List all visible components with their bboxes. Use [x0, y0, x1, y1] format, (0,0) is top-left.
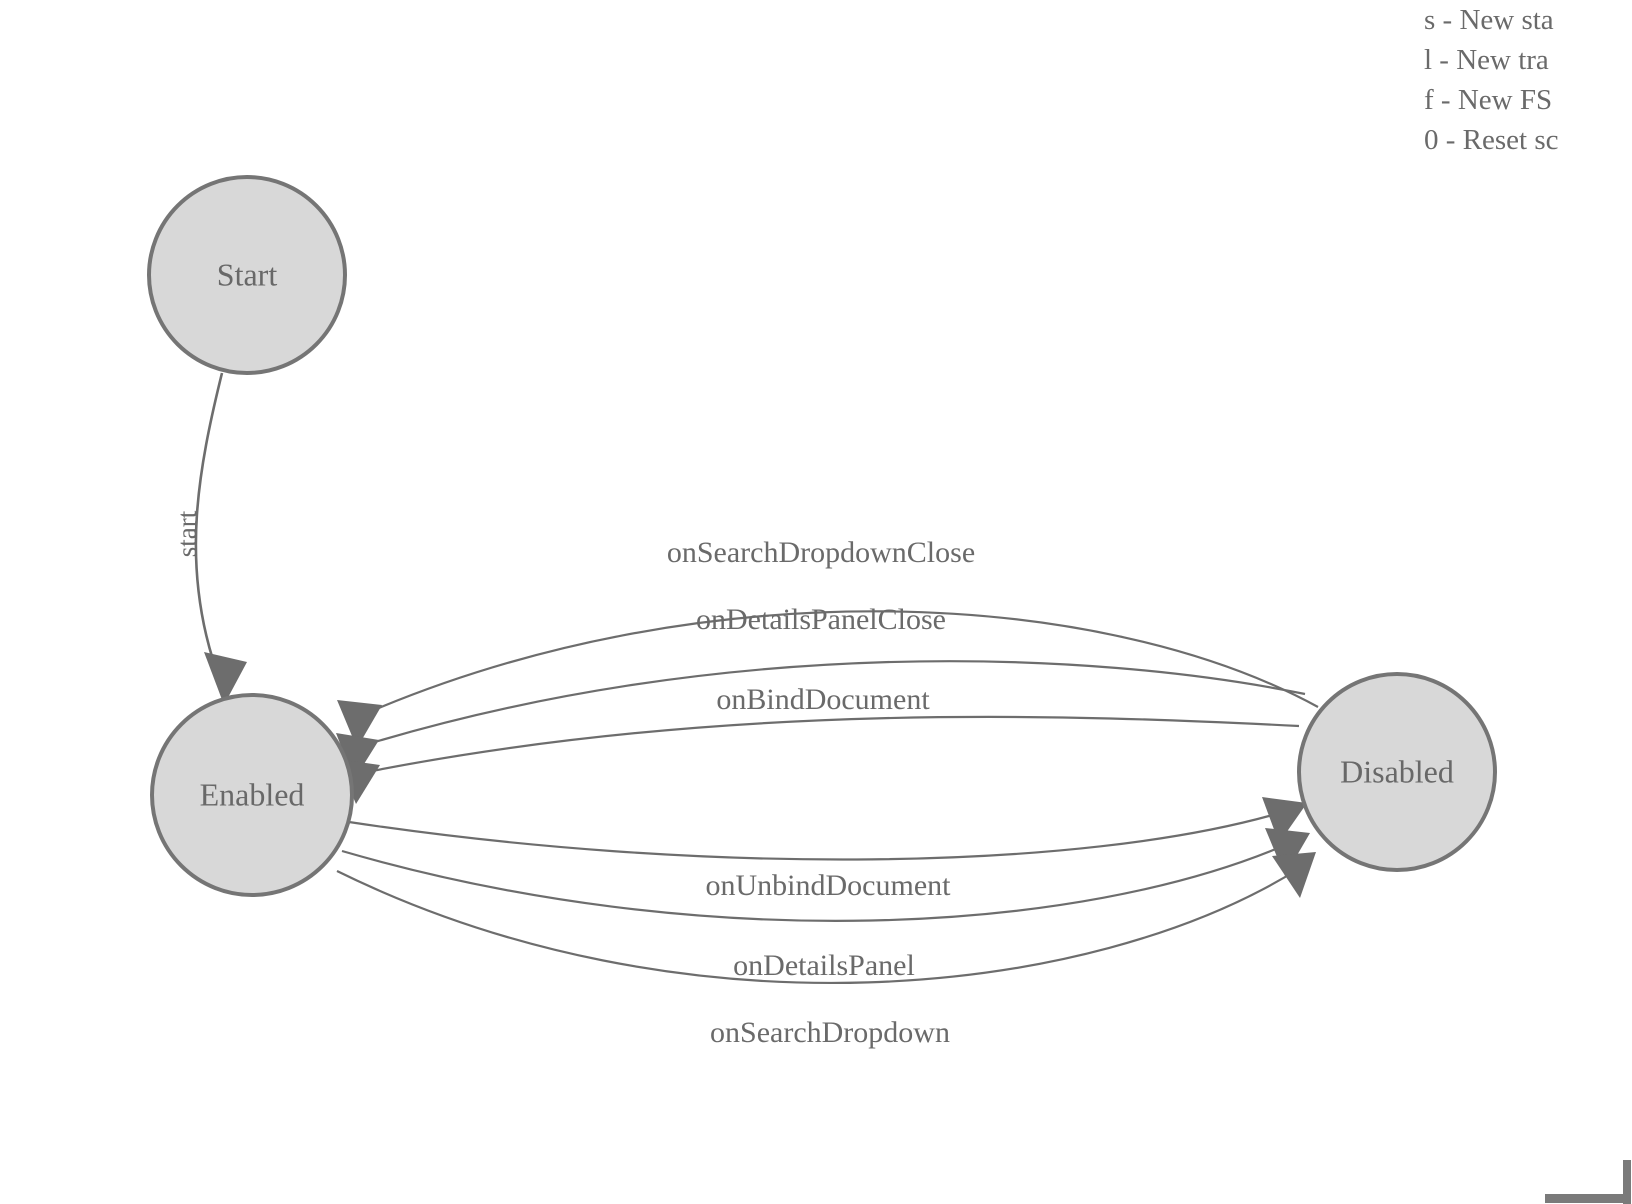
- transition-search-dropdown-close[interactable]: onSearchDropdownClose: [337, 536, 1319, 748]
- state-node-enabled[interactable]: Enabled: [150, 693, 354, 897]
- state-node-disabled-circle[interactable]: [1297, 672, 1497, 872]
- transition-details-panel-close-path: [354, 660, 1306, 750]
- help-line-reset: 0 - Reset sc: [1424, 124, 1559, 156]
- state-node-start-circle[interactable]: [147, 175, 347, 375]
- transition-unbind-document-label: onUnbindDocument: [706, 869, 952, 902]
- horizontal-scrollbar-thumb[interactable]: [1545, 1194, 1630, 1203]
- transition-details-panel[interactable]: onDetailsPanel: [341, 828, 1310, 982]
- help-line-new-state: s - New sta: [1424, 4, 1554, 36]
- help-line-new-transition: l - New tra: [1424, 44, 1549, 76]
- transition-bind-document-label: onBindDocument: [716, 683, 930, 716]
- transition-details-panel-path: [341, 841, 1291, 922]
- transition-bind-document-path: [351, 715, 1300, 777]
- transition-search-dropdown-arrowhead: [1272, 852, 1316, 898]
- transition-search-dropdown-path: [336, 867, 1301, 984]
- help-overlay: s - New sta l - New tra f - New FS 0 - R…: [1424, 0, 1632, 160]
- state-node-start[interactable]: Start: [147, 175, 347, 375]
- state-node-disabled-label: Disabled: [1340, 753, 1454, 789]
- transition-details-panel-arrowhead: [1265, 828, 1310, 876]
- transition-start-path: [194, 372, 224, 661]
- state-node-start-label: Start: [217, 256, 278, 292]
- transition-search-dropdown-close-arrowhead: [337, 700, 382, 748]
- transition-unbind-document-arrowhead: [1262, 797, 1307, 843]
- transition-search-dropdown-label: onSearchDropdown: [710, 1016, 950, 1049]
- state-node-disabled[interactable]: Disabled: [1297, 672, 1497, 872]
- help-line-new-fsm: f - New FS: [1424, 84, 1553, 116]
- transition-start-arrowhead: [204, 652, 247, 705]
- transition-details-panel-label: onDetailsPanel: [733, 949, 915, 982]
- transition-search-dropdown-close-label: onSearchDropdownClose: [667, 536, 975, 569]
- transition-details-panel-close-label: onDetailsPanelClose: [696, 603, 946, 636]
- state-node-enabled-label: Enabled: [200, 776, 305, 812]
- transition-search-dropdown[interactable]: onSearchDropdown: [336, 852, 1316, 1049]
- transition-unbind-document-path: [348, 810, 1284, 861]
- vertical-scrollbar-thumb[interactable]: [1623, 1160, 1631, 1204]
- transition-start-label: start: [172, 510, 202, 557]
- state-node-enabled-circle[interactable]: [150, 693, 354, 897]
- transition-unbind-document[interactable]: onUnbindDocument: [348, 797, 1307, 902]
- transition-details-panel-close[interactable]: onDetailsPanelClose: [336, 603, 1306, 780]
- transition-details-panel-close-arrowhead: [336, 733, 379, 780]
- transition-start[interactable]: start: [172, 372, 247, 705]
- transition-bind-document[interactable]: onBindDocument: [337, 683, 1300, 804]
- transition-search-dropdown-close-path: [359, 610, 1319, 718]
